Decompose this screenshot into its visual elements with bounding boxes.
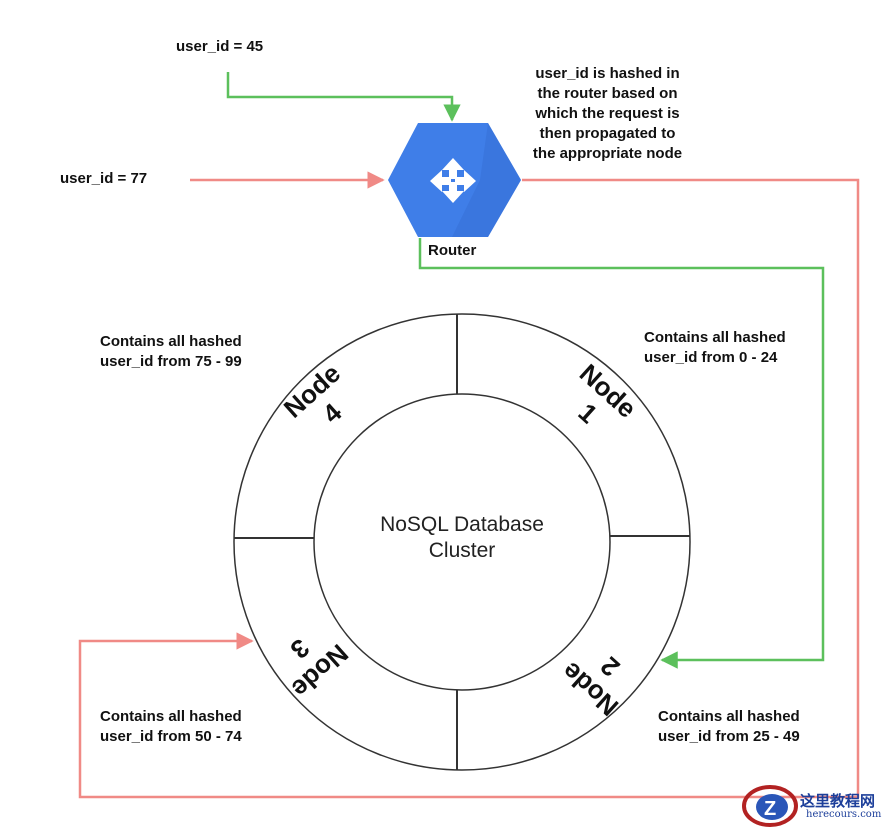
router-note-line: user_id is hashed in [535, 65, 680, 82]
node3-range-line: Contains all hashed [100, 708, 242, 725]
node3-range-note: Contains all hashed user_id from 50 - 74 [100, 707, 242, 747]
node2-range-note: Contains all hashed user_id from 25 - 49 [658, 707, 800, 747]
node1-range-note: Contains all hashed user_id from 0 - 24 [644, 328, 786, 368]
router-note-line: which the request is [535, 105, 680, 122]
cluster-title-line: NoSQL Database [380, 513, 544, 536]
cluster-title: NoSQL Database Cluster [362, 512, 562, 564]
red-arrow-router-to-node3 [78, 178, 860, 799]
cluster-outer-ring [233, 313, 691, 771]
green-arrow-router-to-node2 [418, 238, 825, 669]
user-id-45-label: user_id = 45 [176, 38, 264, 55]
node4-range-line: user_id from 75 - 99 [100, 353, 242, 370]
svg-text:Z: Z [764, 798, 776, 820]
node2-range-line: Contains all hashed [658, 708, 800, 725]
node4-range-line: Contains all hashed [100, 333, 242, 350]
watermark-text-cn: 这里教程网 [800, 792, 876, 810]
router-icon [388, 123, 521, 237]
router-note-line: the appropriate node [532, 145, 683, 162]
green-arrow-user45-to-router [226, 72, 461, 122]
user-id-77-label: user_id = 77 [60, 170, 148, 187]
node1-range-line: user_id from 0 - 24 [644, 349, 778, 366]
cluster-title-line: Cluster [428, 539, 496, 562]
router-note-line: the router based on [537, 85, 678, 102]
router-note-line: then propagated to [539, 125, 676, 142]
watermark-text-en: herecours.com [806, 809, 882, 820]
watermark-logo: Z [742, 785, 798, 827]
cluster-inner-ring [313, 393, 611, 691]
node4-range-note: Contains all hashed user_id from 75 - 99 [100, 332, 242, 372]
router-label: Router [428, 242, 477, 259]
node2-range-line: user_id from 25 - 49 [658, 728, 800, 745]
router-note: user_id is hashed in the router based on… [520, 64, 695, 164]
node1-range-line: Contains all hashed [644, 329, 786, 346]
node3-range-line: user_id from 50 - 74 [100, 728, 242, 745]
